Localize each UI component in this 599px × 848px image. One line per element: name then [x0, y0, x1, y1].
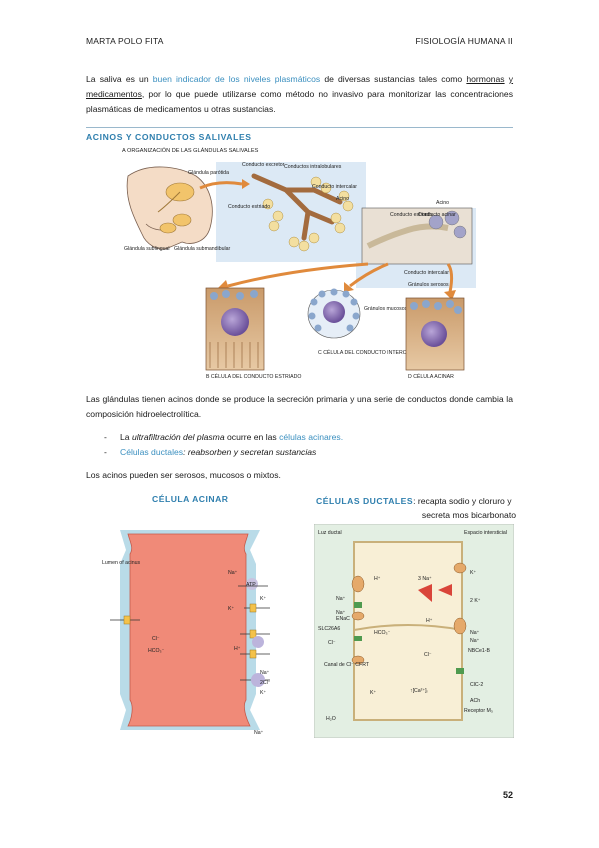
ductal-figure-title: CÉLULAS DUCTALES: recapta sodio y clorur…	[316, 496, 516, 520]
svg-text:Conducto estriado: Conducto estriado	[390, 212, 432, 218]
svg-text:K⁺: K⁺	[470, 570, 476, 576]
list-item: - Células ductales: reabsorben y secreta…	[104, 447, 317, 457]
svg-text:Acino: Acino	[336, 196, 349, 202]
svg-text:↑[Ca²⁺]ᵢ: ↑[Ca²⁺]ᵢ	[410, 688, 428, 694]
svg-text:K⁺: K⁺	[370, 690, 376, 696]
svg-text:A ORGANIZACIÓN DE LAS GLÁNDUL: A ORGANIZACIÓN DE LAS GLÁNDULAS SALIVALE…	[122, 147, 259, 154]
svg-text:Espacio intersticial: Espacio intersticial	[464, 530, 507, 536]
svg-text:Conducto acinar: Conducto acinar	[418, 212, 456, 218]
svg-text:Conducto excretor: Conducto excretor	[242, 162, 285, 168]
svg-text:K⁺: K⁺	[260, 690, 266, 696]
svg-text:D CÉLULA ACINAR: D CÉLULA ACINAR	[408, 373, 454, 380]
svg-text:Lumen of acinus: Lumen of acinus	[102, 560, 140, 566]
svg-text:3 Na⁺: 3 Na⁺	[418, 576, 432, 582]
svg-text:C CÉLULA DEL CONDUCTO INTERCA: C CÉLULA DEL CONDUCTO INTERCALAR	[318, 349, 420, 356]
svg-text:Cl⁻: Cl⁻	[328, 640, 336, 646]
svg-text:ClC-2: ClC-2	[470, 682, 483, 688]
svg-text:Cl⁻: Cl⁻	[152, 636, 160, 642]
svg-text:H⁺: H⁺	[426, 618, 433, 624]
svg-text:Gránulos serosos: Gránulos serosos	[408, 282, 449, 288]
svg-text:Canal de Cl⁻ CFRT: Canal de Cl⁻ CFRT	[324, 662, 370, 668]
svg-text:Glándula sublingual: Glándula sublingual	[124, 246, 170, 252]
intro-paragraph: La saliva es un buen indicador de los ni…	[86, 74, 514, 114]
acinar-cell-figure: Lumen of acinus Na⁺ ATP K⁺ K⁺ Cl⁻ HCO₃⁻ …	[102, 530, 271, 736]
svg-text:2 K⁺: 2 K⁺	[470, 598, 481, 604]
svg-text:NBCe1-B: NBCe1-B	[468, 648, 490, 654]
body-paragraph: Las glándulas tienen acinos donde se pro…	[86, 394, 513, 419]
svg-text:Na⁺: Na⁺	[228, 570, 238, 576]
svg-text:Na⁺: Na⁺	[336, 610, 346, 616]
header-course: FISIOLOGÍA HUMANA II	[415, 36, 513, 46]
svg-text:Acino: Acino	[436, 200, 449, 206]
svg-text:ACh: ACh	[470, 698, 480, 704]
svg-text:Na⁺: Na⁺	[470, 630, 480, 636]
section-rule	[86, 127, 513, 128]
svg-text:K⁺: K⁺	[228, 606, 234, 612]
svg-text:Luz ductal: Luz ductal	[318, 530, 342, 536]
section-title: ACINOS Y CONDUCTOS SALIVALES	[86, 132, 252, 142]
header-author: MARTA POLO FITA	[86, 36, 164, 46]
svg-text:ENaC: ENaC	[336, 616, 350, 622]
svg-text:Na⁺: Na⁺	[254, 730, 264, 736]
svg-text:Conductos intralobulares: Conductos intralobulares	[284, 164, 342, 170]
svg-text:Conducto intercalar: Conducto intercalar	[404, 270, 449, 276]
svg-text:HCO₃⁻: HCO₃⁻	[148, 648, 165, 654]
svg-text:Glándula submandibular: Glándula submandibular	[174, 246, 231, 252]
svg-text:Glándula parótida: Glándula parótida	[188, 170, 229, 176]
svg-text:Cl⁻: Cl⁻	[424, 652, 432, 658]
svg-text:H⁺: H⁺	[374, 576, 381, 582]
svg-text:B CÉLULA DEL CONDUCTO ESTRIAD: B CÉLULA DEL CONDUCTO ESTRIADO	[206, 373, 301, 380]
svg-text:Na⁺: Na⁺	[336, 596, 346, 602]
svg-text:H⁺: H⁺	[234, 646, 241, 652]
body-paragraph-2: Los acinos pueden ser serosos, mucosos o…	[86, 470, 281, 480]
ductal-cell-figure: Luz ductal Espacio intersticial H⁺ Na⁺ N…	[314, 524, 514, 738]
svg-text:2Cl⁻: 2Cl⁻	[260, 680, 271, 686]
svg-text:Conducto estriado: Conducto estriado	[228, 204, 270, 210]
svg-text:SLC26A6: SLC26A6	[318, 626, 340, 632]
svg-text:Na⁺: Na⁺	[260, 670, 270, 676]
svg-text:Gránulos mucosos: Gránulos mucosos	[364, 306, 408, 312]
salivary-gland-figure: A ORGANIZACIÓN DE LAS GLÁNDULAS SALIVALE…	[122, 147, 476, 380]
page-number: 52	[502, 790, 513, 800]
svg-text:Receptor M₃: Receptor M₃	[464, 708, 493, 714]
svg-text:H₂O: H₂O	[326, 716, 336, 722]
bullet-list: - La ultrafiltración del plasma ocurre e…	[104, 430, 343, 460]
svg-text:ATP: ATP	[246, 582, 256, 588]
highlight-text: buen indicador de los niveles plasmático…	[152, 74, 321, 84]
svg-text:K⁺: K⁺	[260, 596, 266, 602]
svg-text:Na⁺: Na⁺	[470, 638, 480, 644]
list-item: - La ultrafiltración del plasma ocurre e…	[104, 432, 344, 442]
acinar-figure-title: CÉLULA ACINAR	[152, 494, 229, 504]
svg-text:Conducto intercalar: Conducto intercalar	[312, 184, 357, 190]
svg-text:HCO₃⁻: HCO₃⁻	[374, 630, 391, 636]
